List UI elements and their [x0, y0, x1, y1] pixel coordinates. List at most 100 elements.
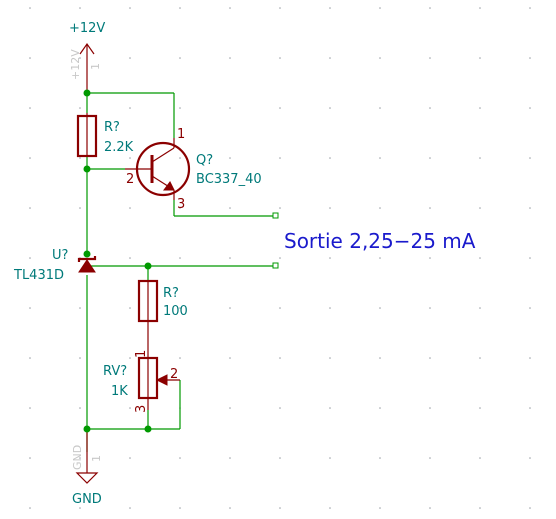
- transistor-q1[interactable]: 1 2 3 Q? BC337_40: [125, 127, 262, 212]
- vcc-power-symbol[interactable]: +12V +12V 1: [69, 21, 105, 93]
- grid-dot: [279, 57, 281, 59]
- gnd-label: GND: [72, 492, 102, 507]
- u1-value: TL431D: [13, 268, 64, 283]
- grid-dot: [279, 307, 281, 309]
- grid-dot: [129, 207, 131, 209]
- output-terminal-cathode[interactable]: [272, 262, 279, 269]
- grid-dot: [379, 257, 381, 259]
- grid-dot: [379, 107, 381, 109]
- gnd-pin-number: 1: [90, 455, 103, 462]
- regulator-u1[interactable]: U? TL431D: [13, 248, 97, 283]
- grid-dot: [229, 157, 231, 159]
- vcc-pin-name: +12V: [69, 49, 82, 80]
- grid-dot: [429, 107, 431, 109]
- grid-dot: [329, 457, 331, 459]
- grid-dot: [29, 257, 31, 259]
- grid-dot: [429, 507, 431, 509]
- grid-dot: [379, 507, 381, 509]
- grid-dot: [29, 307, 31, 309]
- grid-dot: [129, 7, 131, 9]
- grid-dot: [29, 507, 31, 509]
- grid-dot: [379, 7, 381, 9]
- grid-dot: [279, 457, 281, 459]
- grid-dot: [529, 7, 531, 9]
- grid-dot: [479, 257, 481, 259]
- grid-dot: [129, 107, 131, 109]
- grid-dot: [529, 207, 531, 209]
- r2-value: 100: [163, 304, 188, 319]
- grid-dot: [129, 457, 131, 459]
- grid-dot: [379, 307, 381, 309]
- grid-dot: [129, 307, 131, 309]
- grid-dot: [479, 307, 481, 309]
- grid-dot: [379, 357, 381, 359]
- grid-dot: [329, 157, 331, 159]
- grid-dot: [429, 207, 431, 209]
- r2-ref: R?: [163, 286, 179, 301]
- grid-dot: [179, 357, 181, 359]
- vcc-label: +12V: [69, 21, 105, 36]
- grid-dot: [529, 107, 531, 109]
- grid-dot: [79, 507, 81, 509]
- grid-dot: [179, 307, 181, 309]
- grid-dot: [79, 157, 81, 159]
- grid-dot: [129, 57, 131, 59]
- grid-dot: [329, 207, 331, 209]
- rv1-pin2: 2: [170, 367, 178, 382]
- grid-dot: [379, 207, 381, 209]
- grid-dot: [79, 307, 81, 309]
- grid-dot: [29, 207, 31, 209]
- junction: [144, 262, 152, 270]
- grid-dot: [179, 157, 181, 159]
- potentiometer-rv1[interactable]: 1 2 3 RV? 1K: [103, 345, 180, 413]
- grid-dot: [279, 7, 281, 9]
- grid-dot: [529, 157, 531, 159]
- grid-dot: [179, 107, 181, 109]
- junction: [83, 165, 91, 173]
- grid-dot: [529, 457, 531, 459]
- grid-dot: [479, 207, 481, 209]
- u1-ref: U?: [52, 248, 68, 263]
- grid-dot: [79, 107, 81, 109]
- q1-pin-emitter: 3: [177, 197, 185, 212]
- grid-dot: [479, 57, 481, 59]
- grid-dot: [229, 357, 231, 359]
- q1-pin-base: 2: [126, 172, 134, 187]
- r1-ref: R?: [104, 120, 120, 135]
- gnd-pin-name: GND: [71, 445, 84, 470]
- r1-value: 2.2K: [104, 140, 134, 155]
- rv1-ref: RV?: [103, 364, 127, 379]
- grid-dot: [179, 207, 181, 209]
- grid-dot: [429, 357, 431, 359]
- grid-dot: [279, 157, 281, 159]
- resistor-r1[interactable]: R? 2.2K: [76, 113, 134, 158]
- resistor-r2[interactable]: R? 100: [137, 279, 188, 345]
- gnd-power-symbol[interactable]: GND GND 1: [71, 429, 103, 507]
- grid-dot: [79, 457, 81, 459]
- grid-dot: [279, 407, 281, 409]
- grid-dot: [179, 507, 181, 509]
- output-terminal-emitter[interactable]: [272, 212, 279, 219]
- grid-dot: [29, 407, 31, 409]
- q1-pin-collector: 1: [177, 127, 185, 142]
- grid-dot: [279, 207, 281, 209]
- grid-dot: [479, 357, 481, 359]
- grid-dot: [529, 357, 531, 359]
- junction: [83, 250, 91, 258]
- grid-dot: [179, 57, 181, 59]
- grid-dot: [479, 457, 481, 459]
- grid-dot: [429, 57, 431, 59]
- grid-dot: [329, 7, 331, 9]
- grid-dot: [179, 7, 181, 9]
- junction: [83, 89, 91, 97]
- grid-dot: [129, 157, 131, 159]
- grid-dot: [429, 157, 431, 159]
- grid-dot: [529, 257, 531, 259]
- grid-dot: [429, 457, 431, 459]
- grid-dot: [329, 57, 331, 59]
- grid-dot: [429, 257, 431, 259]
- grid-dot: [329, 307, 331, 309]
- junctions: [83, 89, 152, 433]
- grid-dot: [179, 257, 181, 259]
- grid-dot: [429, 307, 431, 309]
